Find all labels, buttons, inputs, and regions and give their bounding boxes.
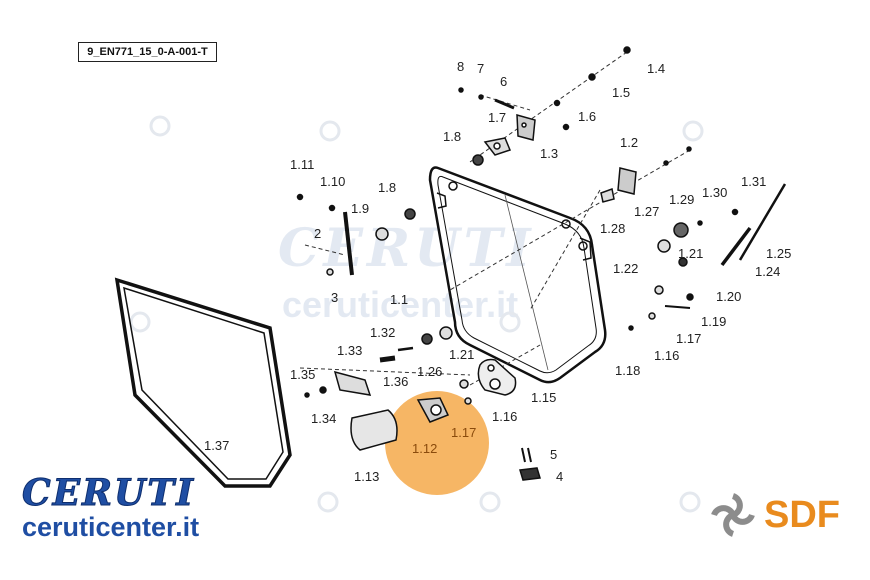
part-shapes (296, 46, 787, 481)
callout-1-2: 1.2 (620, 135, 638, 150)
callout-1-19: 1.19 (701, 314, 726, 329)
callout-1-22: 1.22 (613, 261, 638, 276)
callout-1-8-top: 1.8 (443, 129, 461, 144)
highlight-circle (385, 391, 489, 495)
callout-1-17-right: 1.17 (676, 331, 701, 346)
callout-1-13: 1.13 (354, 469, 379, 484)
callout-1-29: 1.29 (669, 192, 694, 207)
callout-1-11: 1.11 (290, 157, 314, 172)
callout-1-34: 1.34 (311, 411, 336, 426)
callout-1-10: 1.10 (320, 174, 345, 189)
sdf-watermark-icons (129, 115, 704, 513)
callout-1-33: 1.33 (337, 343, 362, 358)
callout-1-16-right: 1.16 (654, 348, 679, 363)
callout-labels: 1.4 1.5 1.6 1.3 8 7 6 1.7 1.8 1.2 1.11 1… (204, 59, 791, 484)
callout-1-35: 1.35 (290, 367, 315, 382)
brand-name: CERUTI (22, 472, 196, 514)
sdf-logo: SDF (706, 488, 856, 542)
sdf-text: SDF (764, 494, 840, 536)
callout-2: 2 (314, 226, 321, 241)
callout-1-6: 1.6 (578, 109, 596, 124)
callout-1-5: 1.5 (612, 85, 630, 100)
callout-1-20: 1.20 (716, 289, 741, 304)
callout-1-31: 1.31 (741, 174, 766, 189)
callout-1-21-lower: 1.21 (449, 347, 474, 362)
callout-3: 3 (331, 290, 338, 305)
callout-1-37: 1.37 (204, 438, 229, 453)
ceruti-logo: CERUTI ceruticenter.it (22, 472, 262, 543)
callout-1-9: 1.9 (351, 201, 369, 216)
callout-1-21-right: 1.21 (678, 246, 703, 261)
callout-1-1: 1.1 (390, 292, 408, 307)
callout-1-27: 1.27 (634, 204, 659, 219)
callout-7: 7 (477, 61, 484, 76)
callout-1-12: 1.12 (412, 441, 437, 456)
sdf-swirl-icon (711, 493, 755, 537)
callout-1-32: 1.32 (370, 325, 395, 340)
window-seal-1-37 (114, 277, 292, 488)
callout-4: 4 (556, 469, 563, 484)
callout-1-3: 1.3 (540, 146, 558, 161)
watermark-url: ceruticenter.it (282, 284, 519, 325)
callout-1-16-lower: 1.16 (492, 409, 517, 424)
callout-1-28: 1.28 (600, 221, 625, 236)
callout-1-30: 1.30 (702, 185, 727, 200)
callout-1-15: 1.15 (531, 390, 556, 405)
brand-url: ceruticenter.it (22, 512, 200, 542)
callout-6: 6 (500, 74, 507, 89)
callout-1-25: 1.25 (766, 246, 791, 261)
callout-1-36: 1.36 (383, 374, 408, 389)
callout-1-7: 1.7 (488, 110, 506, 125)
callout-1-18: 1.18 (615, 363, 640, 378)
callout-8: 8 (457, 59, 464, 74)
door-glass-1-1 (428, 166, 607, 384)
callout-5: 5 (550, 447, 557, 462)
callout-1-8-left: 1.8 (378, 180, 396, 195)
callout-1-26: 1.26 (417, 364, 442, 379)
drawing-reference: 9_EN771_15_0-A-001-T (78, 42, 217, 62)
leader-lines (299, 51, 691, 386)
callout-1-17-lower: 1.17 (451, 425, 476, 440)
callout-1-24: 1.24 (755, 264, 780, 279)
callout-1-4: 1.4 (647, 61, 665, 76)
